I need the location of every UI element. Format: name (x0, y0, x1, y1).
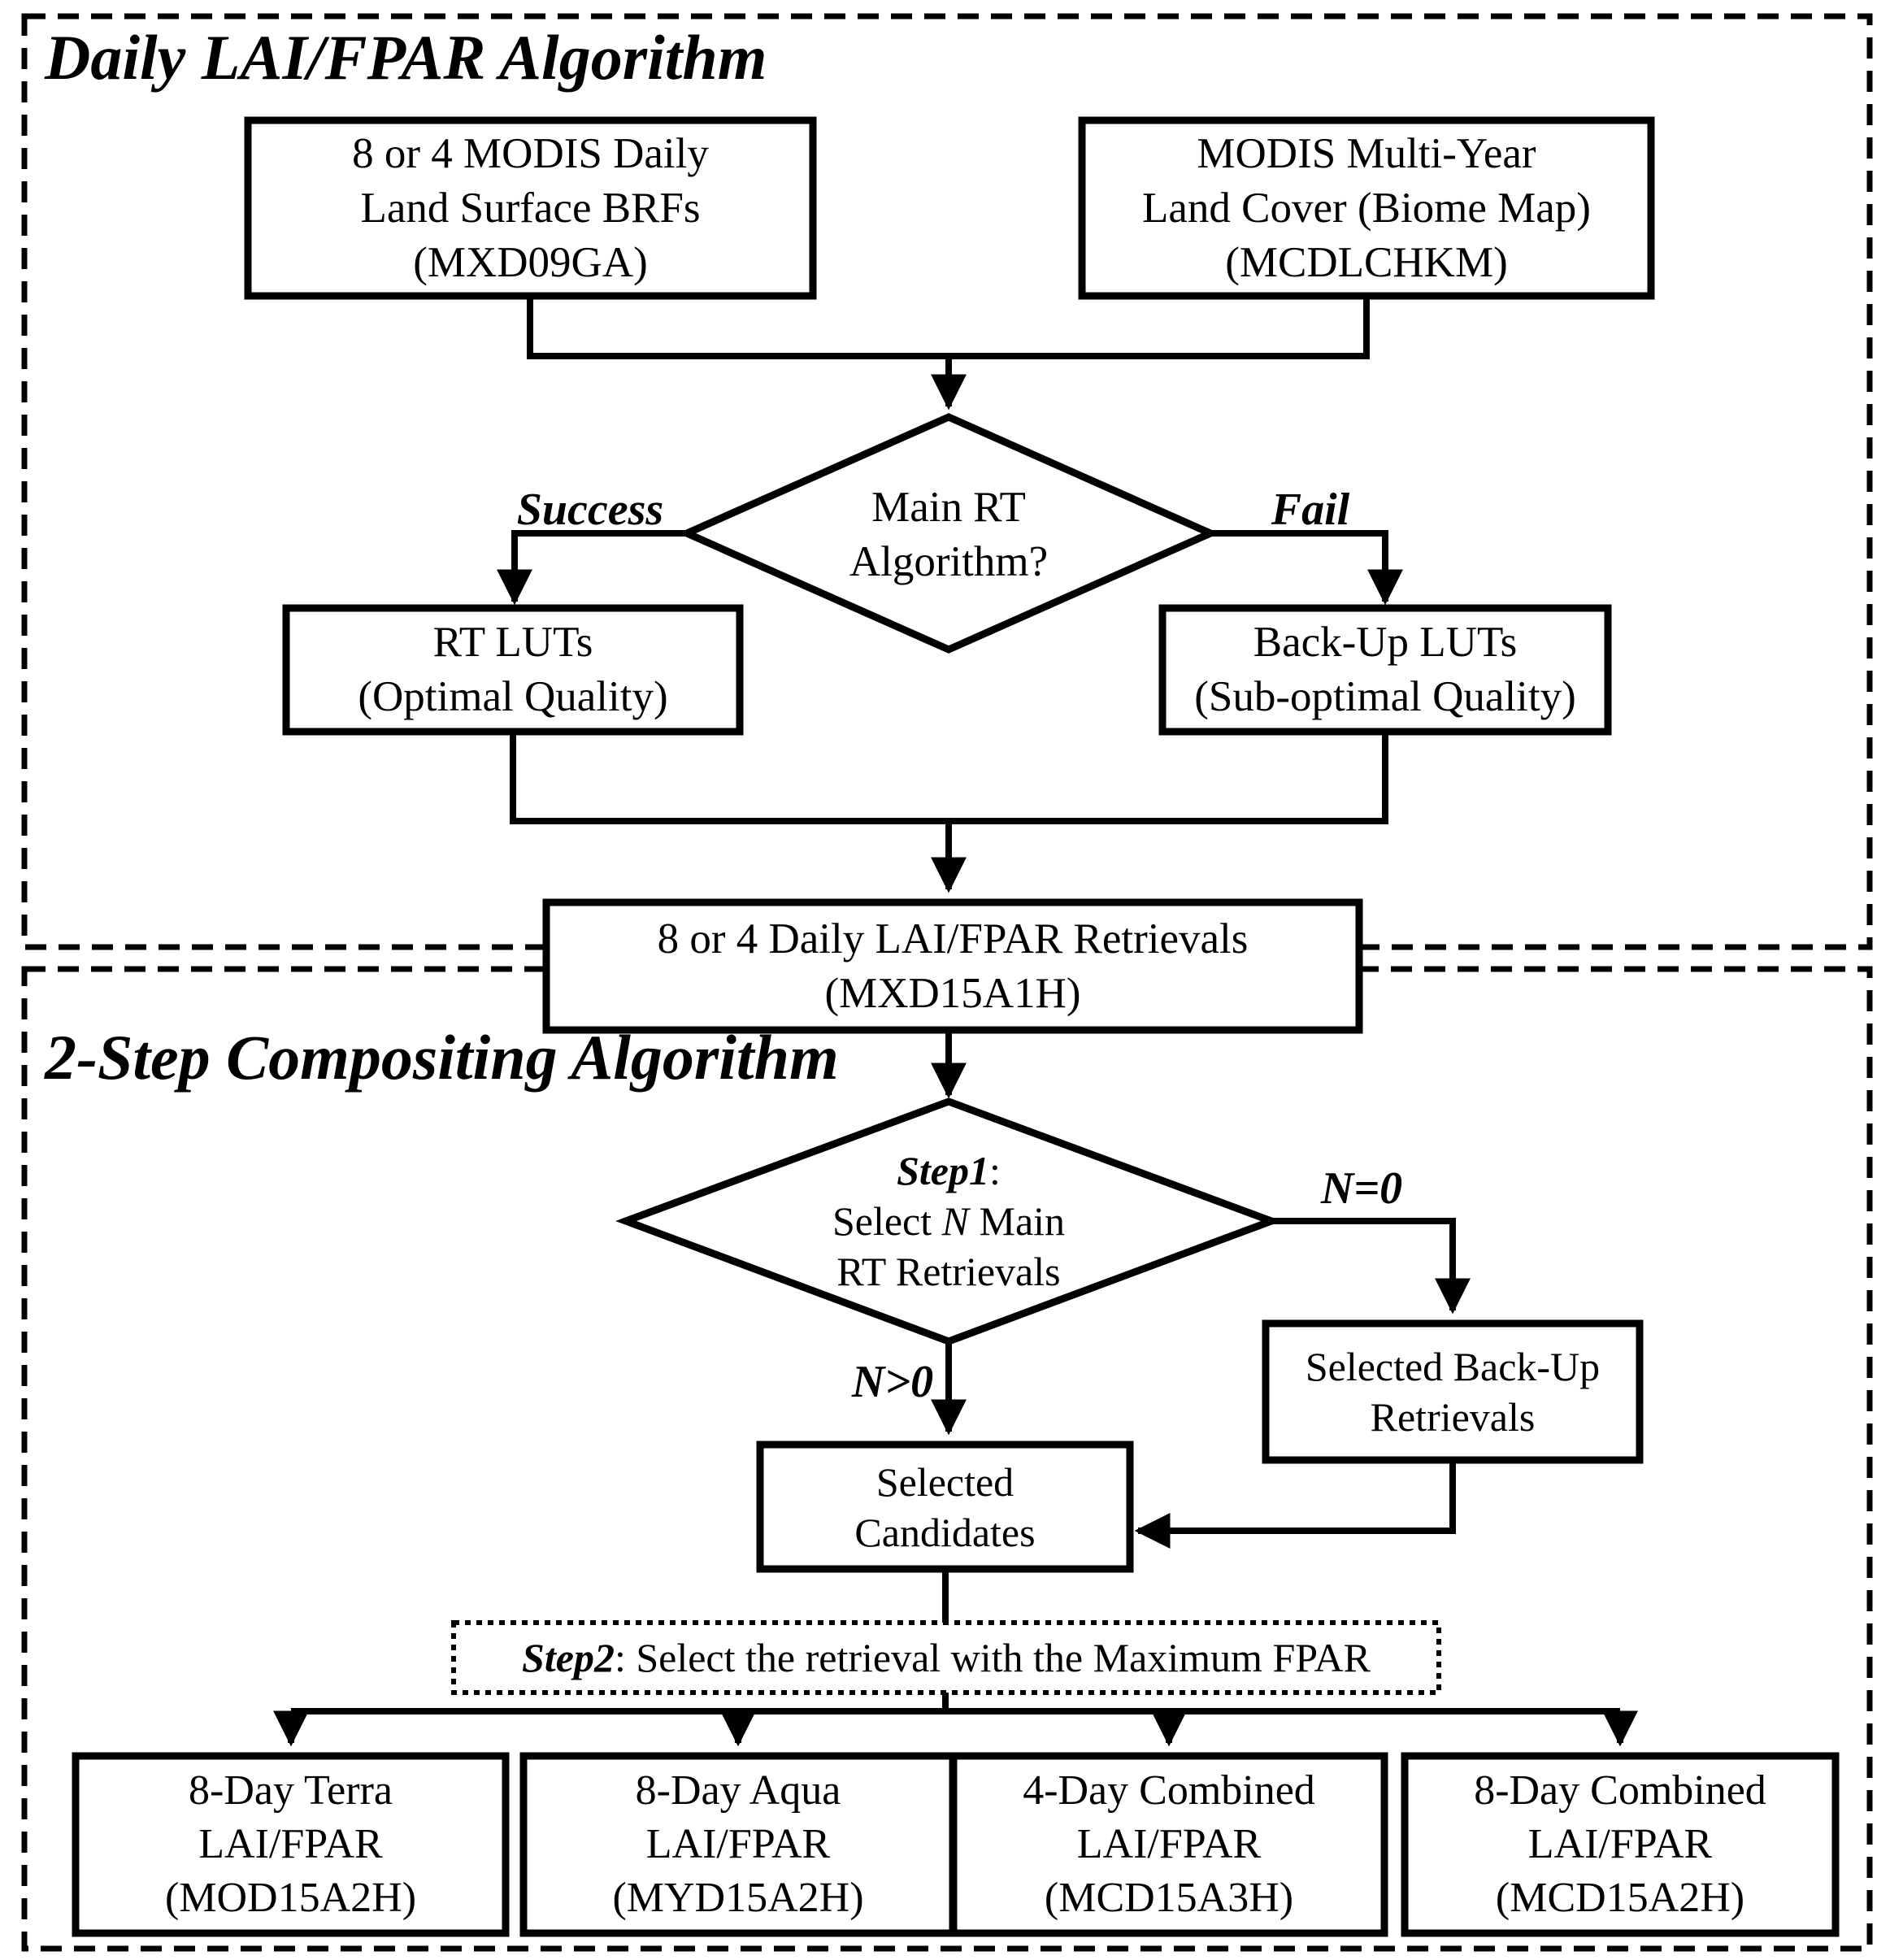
backup-luts-box (1158, 604, 1612, 736)
edge-n-zero (1268, 1218, 1471, 1315)
aqua-output-box (519, 1752, 957, 1937)
daily-retrievals-box (542, 898, 1363, 1034)
step2-rule-box (451, 1620, 1441, 1695)
success-edge-label: Success (516, 485, 664, 535)
fail-edge-label: Fail (1271, 485, 1350, 535)
compositing-section-border (21, 966, 1873, 1952)
connector-lines (273, 293, 1638, 1747)
terra-output-box (72, 1752, 510, 1937)
daily-section-border (21, 13, 1873, 950)
selected-candidates-box (756, 1441, 1134, 1573)
combined8-output-box (1401, 1752, 1840, 1937)
daily-section-title: Daily LAI/FPAR Algorithm (45, 22, 767, 93)
landcover-input-box (1078, 116, 1655, 300)
edge-success (497, 530, 690, 606)
n-positive-edge-label: N>0 (851, 1357, 934, 1407)
brf-input-box (244, 116, 817, 300)
step1-decision-diamond (615, 1097, 1282, 1345)
process-boxes (72, 116, 1840, 1937)
n-zero-edge-label: N=0 (1320, 1163, 1403, 1214)
combined4-output-box (949, 1752, 1388, 1937)
edge-backup-return (1134, 1460, 1456, 1549)
edge-fail (1207, 530, 1403, 606)
rt-luts-box (282, 604, 744, 736)
main-rt-decision-diamond (677, 413, 1220, 654)
selected-backup-box (1262, 1319, 1644, 1464)
compositing-section-title: 2-Step Compositing Algorithm (45, 1022, 839, 1093)
